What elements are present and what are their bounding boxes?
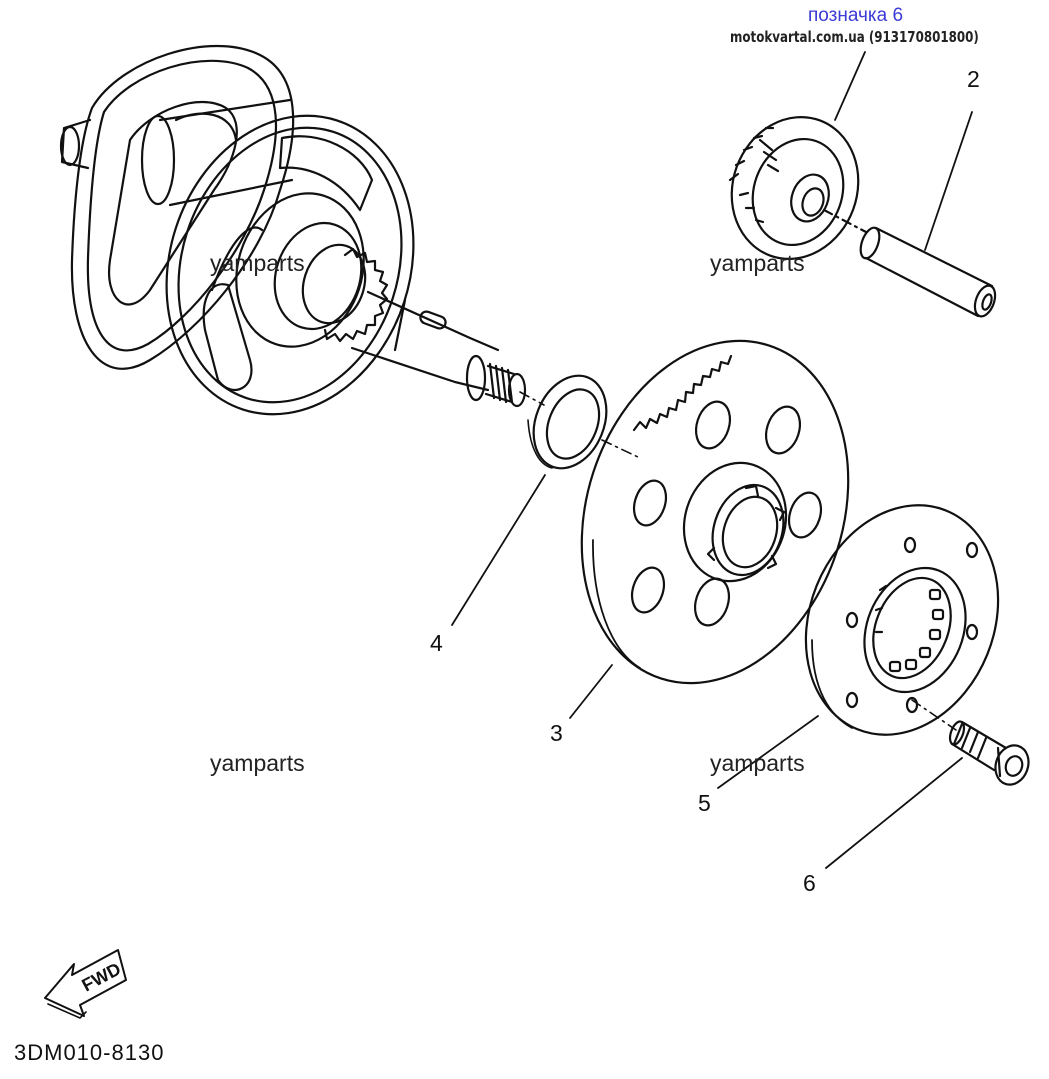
callout-5: 5: [698, 790, 711, 816]
fwd-arrow-icon: [44, 949, 127, 1019]
watermark: yamparts: [710, 250, 805, 276]
bolt-drawing: [948, 720, 1030, 786]
crankshaft-drawing: [59, 44, 527, 416]
callout-3: 3: [550, 720, 563, 746]
diagram-code: 3DM010-8130: [14, 1040, 165, 1065]
assembly-centerlines: [519, 391, 957, 731]
diagram-title: позначка 6: [808, 5, 904, 26]
watermark: yamparts: [210, 250, 305, 276]
fwd-label: FWD: [78, 959, 124, 996]
callout-2: 2: [967, 66, 980, 92]
callout-4: 4: [430, 630, 443, 656]
leader-lines: [451, 51, 973, 869]
watermark: yamparts: [710, 750, 805, 776]
starter-clutch-drawing: [804, 504, 1000, 736]
source-site: motokvartal.com.ua (913170801800): [730, 28, 979, 46]
watermark: yamparts: [210, 750, 305, 776]
starter-wheel-gear-drawing: [580, 339, 850, 685]
callout-6: 6: [803, 870, 816, 896]
idler-gear-drawing: [728, 115, 997, 318]
washer-drawing: [527, 374, 608, 470]
